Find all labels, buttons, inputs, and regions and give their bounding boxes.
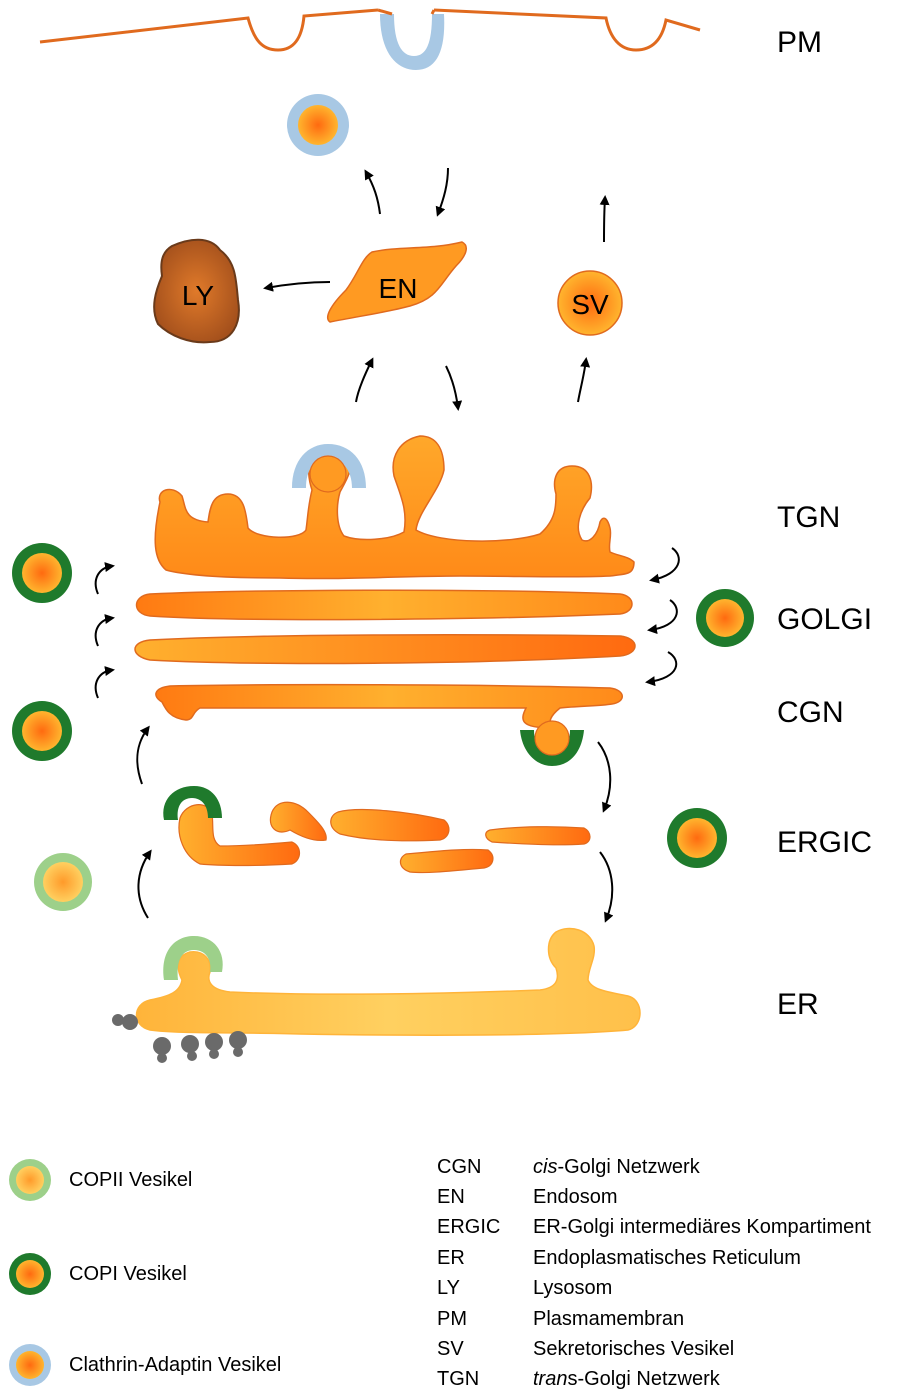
abbreviation-text: ER-Golgi intermediäres Kompartiment [533, 1216, 871, 1238]
abbreviation-text: Endosom [533, 1186, 618, 1208]
legend-clathrin-label: Clathrin-Adaptin Vesikel [69, 1354, 281, 1377]
label-ergic: ERGIC [777, 826, 872, 860]
abbreviation-key: EN [437, 1182, 533, 1212]
clathrin-vesicle-icon [8, 1343, 52, 1387]
abbreviation-definition: Plasmamembran [533, 1304, 871, 1334]
abbreviation-key: ERGIC [437, 1213, 533, 1243]
trans-golgi-network [155, 436, 634, 579]
plasma-membrane [40, 10, 700, 50]
legend-copii-label: COPII Vesikel [69, 1169, 192, 1192]
abbreviation-key: SV [437, 1334, 533, 1364]
copi-vesicle-icon [8, 1252, 52, 1296]
label-er: ER [777, 988, 819, 1022]
ergic-tubule-5 [486, 827, 590, 845]
clathrin-vesicle-top [287, 94, 349, 156]
abbreviation-definition: Lysosom [533, 1274, 871, 1304]
abbreviation-italic-part: cis [533, 1156, 557, 1178]
abbreviation-text: Lysosom [533, 1277, 612, 1299]
copii-vesicle-left [34, 853, 92, 911]
copi-vesicle-left-1 [12, 543, 72, 603]
abbreviation-key: PM [437, 1304, 533, 1334]
abbreviation-definition: trans-Golgi Netzwerk [533, 1365, 871, 1395]
ergic-tubule-3 [331, 810, 449, 841]
copii-vesicle-icon [8, 1158, 52, 1202]
abbreviation-definition: Sekretorisches Vesikel [533, 1334, 871, 1364]
golgi-cisterna-1 [137, 590, 633, 619]
abbreviation-key: CGN [437, 1152, 533, 1182]
abbreviation-definition: Endosom [533, 1182, 871, 1212]
abbreviation-text: Endoplasmatisches Reticulum [533, 1247, 801, 1269]
label-pm: PM [777, 26, 822, 60]
clathrin-pit [380, 14, 444, 70]
abbreviation-definition: Endoplasmatisches Reticulum [533, 1243, 871, 1273]
abbreviation-definition: cis-Golgi Netzwerk [533, 1152, 871, 1182]
abbreviation-italic-part: tran [533, 1368, 567, 1390]
copi-vesicle-right-2 [667, 808, 727, 868]
abbreviation-key: TGN [437, 1365, 533, 1395]
legend-copi: COPI Vesikel [8, 1252, 187, 1296]
abbreviation-text: -Golgi Netzwerk [557, 1156, 699, 1178]
legend-clathrin: Clathrin-Adaptin Vesikel [8, 1343, 281, 1387]
abbreviation-text: s-Golgi Netzwerk [567, 1368, 719, 1390]
ergic-tubule-4 [400, 849, 493, 872]
organelle-label-ly: LY [182, 280, 214, 311]
organelle-label-sv: SV [571, 289, 609, 320]
label-tgn: TGN [777, 501, 840, 535]
golgi-cisterna-2 [135, 635, 635, 664]
abbreviation-definition: ER-Golgi intermediäres Kompartiment [533, 1213, 871, 1243]
abbreviation-key: ER [437, 1243, 533, 1273]
label-golgi: GOLGI [777, 603, 872, 637]
legend-copi-label: COPI Vesikel [69, 1263, 187, 1286]
copi-vesicle-left-2 [12, 701, 72, 761]
organelle-label-en: EN [379, 273, 418, 304]
abbreviation-text: Plasmamembran [533, 1308, 684, 1330]
abbreviation-key: LY [437, 1274, 533, 1304]
transport-diagram: LY EN SV [0, 0, 897, 1120]
label-cgn: CGN [777, 696, 844, 730]
legend-copii: COPII Vesikel [8, 1158, 192, 1202]
abbreviation-text: Sekretorisches Vesikel [533, 1338, 734, 1360]
copi-vesicle-right-1 [696, 589, 754, 647]
ergic-tubule-2 [270, 802, 326, 840]
